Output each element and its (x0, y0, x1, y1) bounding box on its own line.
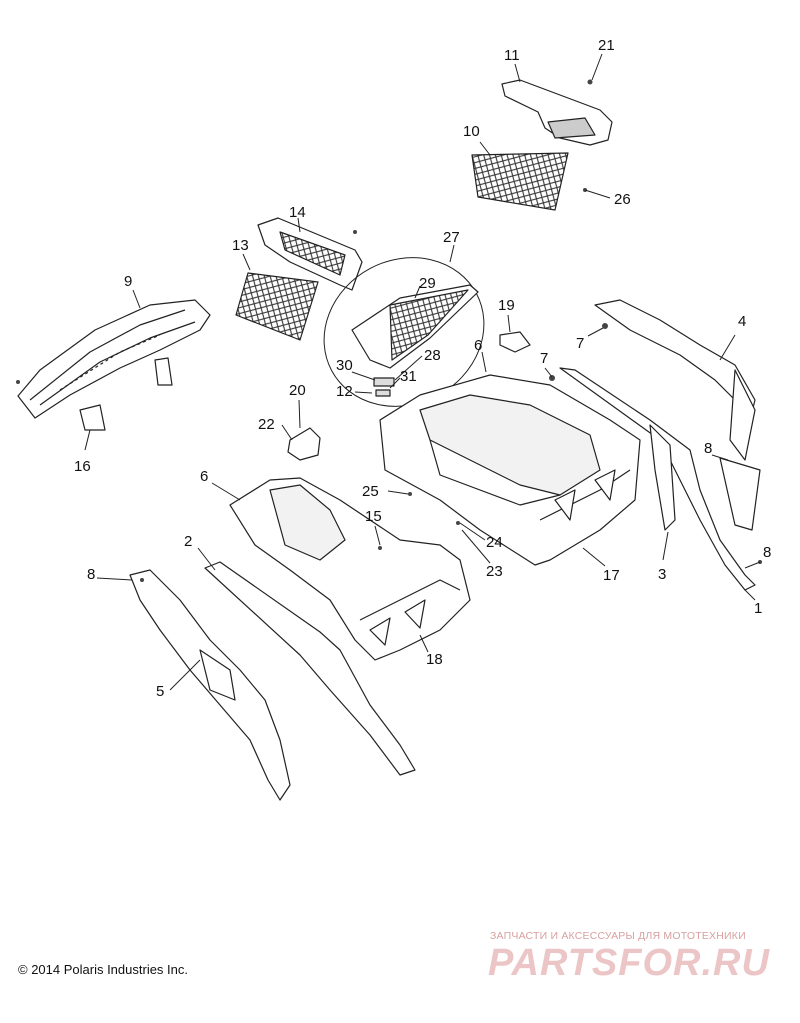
callout-23: 23 (486, 563, 503, 580)
part-8-plate-right (719, 457, 761, 531)
callout-8-right: 8 (704, 440, 713, 457)
part-5-fender (129, 569, 291, 801)
copyright-text: © 2014 Polaris Industries Inc. (18, 962, 188, 977)
part-17-tub (379, 374, 641, 566)
callout-28: 28 (424, 347, 441, 364)
callout-6-right: 6 (474, 337, 483, 354)
leader-lines (84, 53, 761, 691)
part-19-bracket (499, 331, 531, 353)
watermark-subtitle: ЗАПЧАСТИ И АКСЕССУАРЫ ДЛЯ МОТОТЕХНИКИ (490, 930, 746, 942)
callout-20: 20 (289, 382, 306, 399)
part-9-frame (17, 299, 211, 431)
callout-1: 1 (754, 600, 763, 617)
callout-31: 31 (400, 368, 417, 385)
callout-7-lower: 7 (540, 350, 549, 367)
callout-2: 2 (184, 533, 193, 550)
callout-5: 5 (156, 683, 165, 700)
callout-6-left: 6 (200, 468, 209, 485)
callout-26: 26 (614, 191, 631, 208)
callout-8-bottom: 8 (763, 544, 772, 561)
callout-24: 24 (486, 534, 503, 551)
callout-4: 4 (738, 313, 747, 330)
callout-25: 25 (362, 483, 379, 500)
part-1-rail (559, 367, 756, 591)
part-29-tray (351, 284, 479, 369)
callout-22: 22 (258, 416, 275, 433)
part-4-fender (594, 299, 756, 461)
callout-8-left: 8 (87, 566, 96, 583)
part-11-bracket (501, 79, 613, 146)
callout-27: 27 (443, 229, 460, 246)
callout-12: 12 (336, 383, 353, 400)
callout-15: 15 (365, 508, 382, 525)
callout-13: 13 (232, 237, 249, 254)
callout-19: 19 (498, 297, 515, 314)
callout-30: 30 (336, 357, 353, 374)
callout-21: 21 (598, 37, 615, 54)
part-14-grille (257, 217, 363, 291)
callout-29: 29 (419, 275, 436, 292)
callout-7-upper: 7 (576, 335, 585, 352)
part-30-31-clips (373, 377, 395, 397)
callout-18: 18 (426, 651, 443, 668)
part-13-mesh-panel (235, 272, 319, 341)
callout-17: 17 (603, 567, 620, 584)
watermark-logo: PARTSFOR.RU (488, 942, 770, 984)
callout-14: 14 (289, 204, 306, 221)
part-10-mesh-panel (471, 152, 569, 211)
callout-11: 11 (504, 47, 520, 64)
part-18-floor (229, 477, 471, 661)
callout-10: 10 (463, 123, 480, 140)
part-22-bracket (287, 427, 321, 461)
callout-3: 3 (658, 566, 667, 583)
part-2-rail (204, 561, 416, 776)
fasteners (16, 79, 762, 582)
callout-16: 16 (74, 458, 91, 475)
callout-9: 9 (124, 273, 133, 290)
